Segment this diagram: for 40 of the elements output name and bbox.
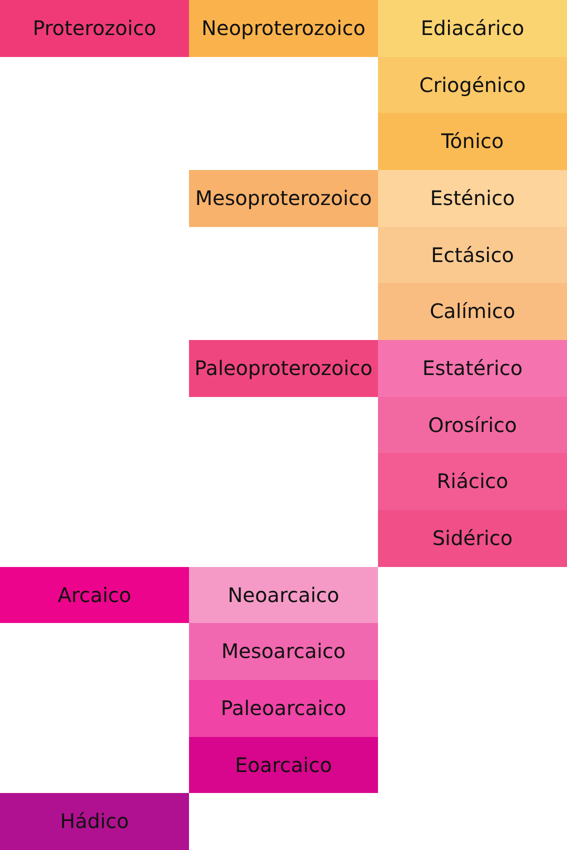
period-name: Tónico bbox=[441, 130, 504, 153]
eon-name: Proterozoico bbox=[32, 17, 156, 40]
period-band bbox=[378, 340, 567, 397]
period-band bbox=[378, 113, 567, 170]
era-band bbox=[189, 0, 378, 57]
era-name: Eoarcaico bbox=[235, 754, 332, 776]
era-name: Mesoarcaico bbox=[221, 640, 346, 663]
era-band bbox=[189, 567, 378, 623]
period-band bbox=[378, 0, 567, 57]
period-band bbox=[378, 57, 567, 113]
period-band bbox=[378, 227, 567, 283]
period-name: Estatérico bbox=[422, 357, 523, 380]
period-name: Esténico bbox=[430, 187, 515, 210]
eon-name: Hádico bbox=[60, 810, 129, 833]
period-name: Riácico bbox=[436, 470, 508, 493]
period-band bbox=[378, 170, 567, 227]
eon-band bbox=[0, 793, 189, 850]
period-band bbox=[378, 283, 567, 340]
era-name: Neoproterozoico bbox=[202, 17, 366, 40]
era-name: Neoarcaico bbox=[228, 584, 340, 606]
eon-band bbox=[0, 0, 189, 57]
era-band bbox=[189, 680, 378, 737]
era-band bbox=[189, 623, 378, 680]
era-name: Paleoproterozoico bbox=[194, 357, 372, 380]
period-band bbox=[378, 397, 567, 453]
period-name: Ediacárico bbox=[420, 17, 524, 40]
period-band bbox=[378, 510, 567, 567]
era-band bbox=[189, 170, 378, 227]
period-name: Sidérico bbox=[432, 527, 513, 550]
eon-band bbox=[0, 567, 189, 623]
era-name: Paleoarcaico bbox=[220, 697, 346, 720]
eon-name: Arcaico bbox=[58, 584, 132, 606]
era-name: Mesoproterozoico bbox=[195, 187, 372, 210]
period-name: Calímico bbox=[430, 300, 516, 323]
era-band bbox=[189, 340, 378, 397]
period-band bbox=[378, 453, 567, 510]
period-name: Criogénico bbox=[419, 74, 526, 96]
era-band bbox=[189, 737, 378, 793]
period-name: Ectásico bbox=[431, 244, 514, 266]
period-name: Orosírico bbox=[428, 414, 517, 436]
